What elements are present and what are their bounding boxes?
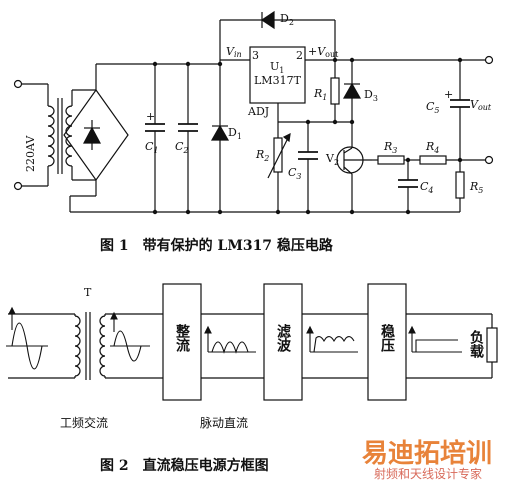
waveforms	[6, 306, 462, 370]
regulator-ref: U1	[270, 60, 284, 75]
diode-d1	[210, 124, 230, 141]
regulator-pin-out: 2	[296, 49, 303, 62]
block-filter	[263, 283, 303, 401]
note-ac: 工频交流	[60, 415, 108, 430]
plus-c5: +	[444, 88, 453, 101]
block-filter-label: 滤波	[275, 323, 291, 353]
capacitor-c2	[178, 123, 198, 132]
block-rectify	[162, 283, 202, 401]
label-c4: C4	[420, 180, 434, 195]
label-c2: C2	[175, 140, 189, 155]
capacitor-c3	[298, 151, 318, 160]
capacitor-c1	[145, 123, 165, 132]
label-v2: V2	[325, 152, 339, 167]
transformer-label: T	[84, 286, 92, 299]
block-rectify-label: 整流	[174, 323, 191, 353]
label-c1: C1	[145, 140, 159, 155]
label-r5: R5	[469, 180, 483, 195]
label-d1: D1	[228, 126, 242, 141]
fig2-wiring	[8, 313, 493, 379]
transformer-primary-coil	[47, 105, 55, 167]
block-regulate	[367, 283, 407, 401]
label-r4: R4	[425, 140, 439, 155]
label-vin: Vin	[226, 45, 242, 59]
label-r3: R3	[383, 140, 397, 155]
watermark-subtitle: 射频和天线设计专家	[374, 466, 482, 481]
block-regulate-label: 稳压	[379, 323, 395, 353]
plus-c1: +	[146, 110, 155, 123]
watermark-title: 易迪拓培训	[362, 439, 492, 469]
label-c5: C5	[426, 100, 440, 115]
figure2-caption: 图 2 直流稳压电源方框图	[100, 457, 269, 474]
label-vout-right: Vout	[470, 98, 492, 112]
load-label: 负载	[468, 329, 484, 359]
note-pulse-dc: 脉动直流	[200, 415, 248, 430]
label-r1: R1	[313, 87, 327, 102]
label-vout-top: +Vout	[308, 45, 339, 59]
label-c3: C3	[288, 166, 302, 181]
label-d2: D2	[280, 12, 294, 27]
input-voltage-label: 220AV	[24, 135, 37, 172]
diode-d2	[260, 10, 275, 30]
junction-dots	[152, 57, 463, 215]
figure1-caption: 图 1 带有保护的 LM317 稳压电路	[100, 237, 334, 254]
capacitor-c4	[398, 179, 418, 188]
load-resistor	[486, 327, 498, 363]
regulator-adj: ADJ	[247, 105, 269, 118]
regulator-pin-in: 3	[252, 49, 259, 62]
label-r2: R2	[255, 148, 269, 163]
fig2-transformer	[74, 312, 106, 380]
diode-d3	[342, 82, 362, 99]
bridge-rectifier-diode	[83, 120, 101, 150]
transformer-secondary-coil	[65, 105, 73, 167]
variable-resistor-r2	[267, 132, 291, 179]
regulator-part: LM317T	[254, 74, 302, 87]
capacitor-c5	[450, 99, 470, 108]
resistor-r1	[330, 77, 340, 105]
label-d3: D3	[364, 88, 378, 103]
